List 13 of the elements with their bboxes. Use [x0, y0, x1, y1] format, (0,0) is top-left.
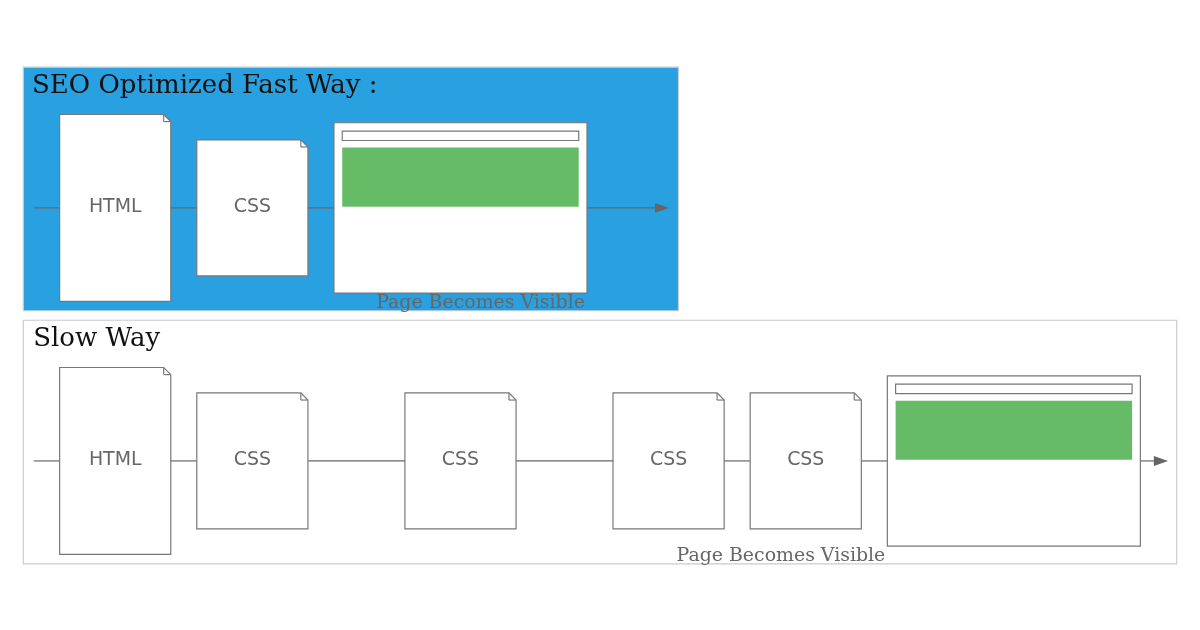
connector [860, 459, 888, 462]
connector [307, 206, 335, 208]
connector [515, 459, 614, 462]
connector [170, 206, 198, 208]
connector [723, 459, 751, 462]
connector [307, 459, 406, 462]
connector [170, 459, 198, 462]
connector [33, 206, 60, 208]
arrow [1140, 455, 1169, 466]
node-label: Page Becomes Visible [676, 542, 886, 565]
connector [33, 459, 60, 462]
node-label: Page Becomes Visible [376, 289, 585, 312]
arrow [586, 202, 670, 213]
